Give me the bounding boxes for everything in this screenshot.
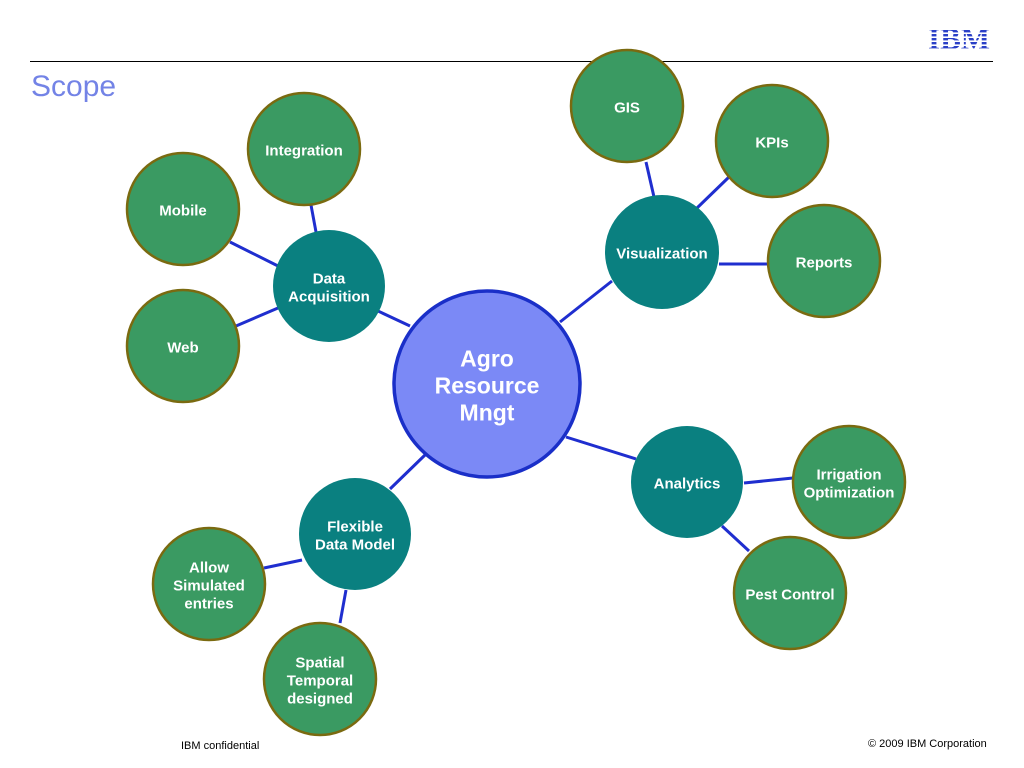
connector-data-web <box>235 306 279 328</box>
leaf-node-integration-circle <box>246 91 362 207</box>
connector-analytics-pest-control <box>720 524 751 553</box>
hub-node-visualization: Visualization <box>605 195 719 309</box>
leaf-node-reports: Reports <box>766 203 882 319</box>
ibm-logo-icon: IBM <box>928 22 990 54</box>
leaf-node-web-circle <box>125 288 241 404</box>
connector-visualization-gis <box>644 161 656 198</box>
leaf-node-web-label: Web <box>167 339 198 356</box>
leaf-node-reports-label: Reports <box>796 254 853 271</box>
leaf-node-reports-circle <box>766 203 882 319</box>
connector-center-flexible <box>388 453 427 491</box>
page-title: Scope <box>31 70 117 103</box>
connector-analytics-irrigation-optimization <box>743 476 794 485</box>
leaf-node-pest-control-circle <box>732 535 848 651</box>
connector-flexible-allow-simulated-entries <box>263 558 303 570</box>
center-node-circle <box>392 289 582 479</box>
leaf-node-gis-circle <box>569 48 685 164</box>
connector-center-data <box>377 309 411 328</box>
leaf-node-kpis-circle <box>714 83 830 199</box>
connector-data-mobile <box>229 240 279 268</box>
hub-node-data-circle <box>273 230 385 342</box>
hub-node-visualization-circle <box>605 195 719 309</box>
leaf-node-kpis-label: KPIs <box>755 134 788 151</box>
leaf-node-integration-label: Integration <box>265 142 343 159</box>
leaf-node-web: Web <box>125 288 241 404</box>
hub-node-analytics-circle <box>631 426 743 538</box>
leaf-node-pest-control-label: Pest Control <box>745 586 834 603</box>
leaf-node-spatial-temporal-designed-circle <box>262 621 378 737</box>
hub-node-analytics-label: Analytics <box>654 475 721 492</box>
connector-center-analytics <box>565 435 637 461</box>
connector-visualization-kpis <box>695 175 731 210</box>
leaf-node-irrigation-optimization-circle <box>791 424 907 540</box>
svg-text:IBM: IBM <box>928 22 990 54</box>
connector-data-integration <box>309 204 318 233</box>
leaf-node-pest-control: Pest Control <box>732 535 848 651</box>
leaf-node-mobile: Mobile <box>125 151 241 267</box>
hub-node-visualization-label: Visualization <box>616 245 707 262</box>
hub-node-flexible-circle <box>299 478 411 590</box>
leaf-node-mobile-circle <box>125 151 241 267</box>
leaf-node-kpis: KPIs <box>714 83 830 199</box>
hub-node-analytics: Analytics <box>631 426 743 538</box>
footer-copyright: © 2009 IBM Corporation <box>868 738 987 750</box>
connector-flexible-spatial-temporal-designed <box>338 589 348 624</box>
leaf-node-mobile-label: Mobile <box>159 202 207 219</box>
connectors <box>229 161 794 624</box>
leaf-node-integration: Integration <box>246 91 362 207</box>
title-divider <box>30 61 993 62</box>
footer-confidential: IBM confidential <box>181 740 260 752</box>
leaf-node-gis-label: GIS <box>614 99 640 116</box>
leaf-node-gis: GIS <box>569 48 685 164</box>
leaf-node-allow-simulated-entries-circle <box>151 526 267 642</box>
connector-center-visualization <box>559 279 613 324</box>
